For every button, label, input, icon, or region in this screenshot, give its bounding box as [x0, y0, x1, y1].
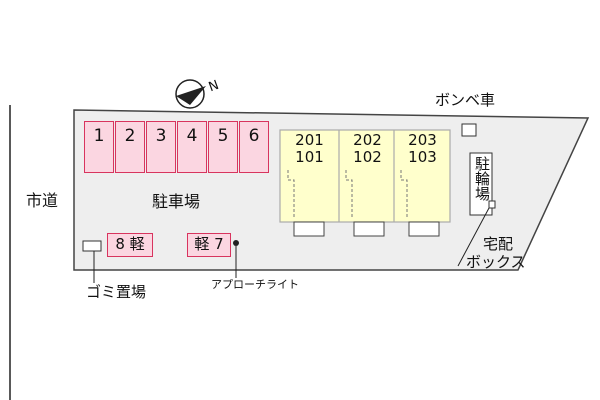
parking-space-4: 4	[177, 121, 207, 173]
entry-step	[293, 221, 325, 237]
unit-column-3: 203 103	[395, 132, 450, 222]
delivery-label-line2: ボックス	[466, 253, 526, 271]
garbage-box	[82, 240, 102, 252]
unit-number-lower: 102	[353, 148, 382, 166]
parking-label: 駐車場	[152, 192, 201, 211]
parking-space-6: 6	[239, 121, 269, 173]
delivery-box-marker	[488, 200, 496, 209]
parking-space-5: 5	[208, 121, 238, 173]
unit-number-lower: 103	[408, 148, 437, 166]
approach-light-dot	[233, 240, 239, 246]
bicycle-parking-box	[469, 152, 493, 216]
city-road-label: 市道	[26, 191, 59, 210]
bombe-box	[461, 123, 477, 137]
north-arrow-icon	[176, 86, 206, 105]
unit-column-2: 202 102	[340, 132, 395, 222]
entry-path	[287, 170, 295, 218]
unit-number-lower: 101	[295, 148, 324, 166]
unit-column-1: 201 101	[282, 132, 337, 222]
bombe-label: ボンベ車	[435, 91, 496, 109]
delivery-box-leader	[457, 207, 490, 267]
parking-space-1: 1	[84, 121, 114, 173]
parking-space-2: 2	[115, 121, 145, 173]
parking-space-3: 3	[146, 121, 176, 173]
entry-step	[408, 221, 440, 237]
garbage-label: ゴミ置場	[86, 283, 147, 301]
bicycle-parking-label: 駐輪場	[473, 156, 491, 201]
light-car-space-8: 8 軽	[107, 233, 153, 257]
light-car-space-7: 軽 7	[187, 233, 231, 257]
approach-light-label: アプローチライト	[211, 278, 299, 291]
unit-number-upper: 202	[353, 131, 382, 149]
delivery-label-line1: 宅配	[483, 235, 514, 253]
entry-path	[345, 170, 353, 218]
apartment-building	[279, 129, 451, 223]
entry-step	[353, 221, 385, 237]
unit-number-upper: 201	[295, 131, 324, 149]
unit-number-upper: 203	[408, 131, 437, 149]
entry-path	[400, 170, 408, 218]
